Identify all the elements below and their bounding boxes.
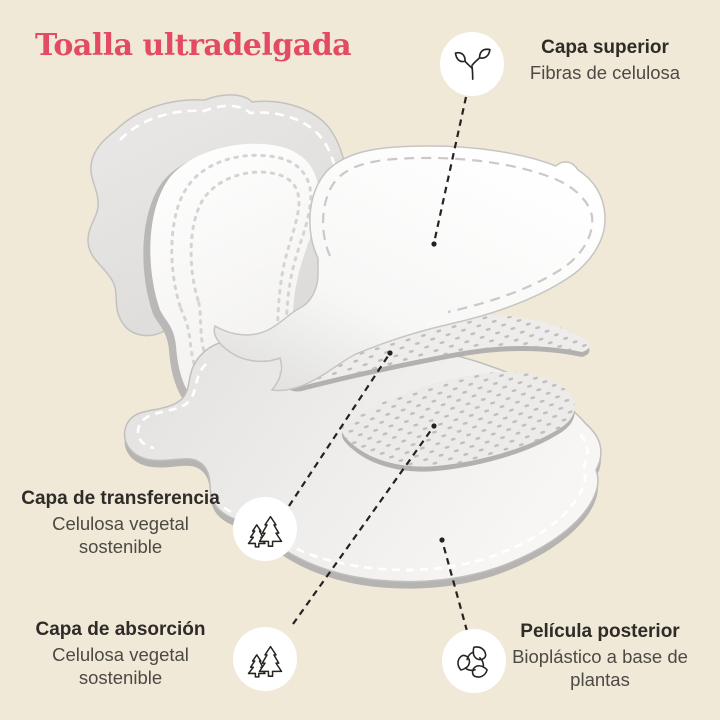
capa-absorcion-callout: Capa de absorción Celulosa vegetal soste… xyxy=(8,618,233,689)
line-pelicula-posterior xyxy=(440,539,469,632)
capa-absorcion-title: Capa de absorción xyxy=(35,619,206,640)
pine-trees-icon xyxy=(247,515,283,548)
capa-absorcion-description: Celulosa vegetal sostenible xyxy=(52,644,189,688)
pelicula-posterior-callout: Película posterior Bioplástico a base de… xyxy=(506,620,694,691)
callout-lines xyxy=(288,96,469,632)
quilting-dots-outer xyxy=(170,153,313,404)
sprout-icon xyxy=(454,48,491,80)
pelicula-posterior-icon-circle xyxy=(442,629,506,693)
pine-trees-icon xyxy=(247,645,283,678)
quilting-dots-inner xyxy=(189,170,301,383)
capa-transferencia-icon-circle xyxy=(233,497,297,561)
capa-transferencia-description: Celulosa vegetal sostenible xyxy=(52,513,189,557)
top-sheet xyxy=(213,145,606,392)
line-capa-superior xyxy=(432,96,468,244)
recycle-leaves-icon xyxy=(457,646,488,678)
line-capa-absorcion xyxy=(292,425,435,625)
line-capa-transferencia xyxy=(288,352,391,507)
page-title: Toalla ultradelgada xyxy=(35,28,352,63)
capa-superior-callout: Capa superior Fibras de celulosa xyxy=(510,36,700,84)
capa-superior-title: Capa superior xyxy=(541,37,669,58)
transfer-layer xyxy=(279,314,590,392)
capa-transferencia-title: Capa de transferencia xyxy=(21,488,220,509)
pelicula-posterior-description: Bioplástico a base de plantas xyxy=(512,646,688,690)
callout-line-dots xyxy=(387,241,445,543)
pelicula-posterior-title: Película posterior xyxy=(520,621,680,642)
capa-absorcion-icon-circle xyxy=(233,627,297,691)
absorption-layer xyxy=(341,372,575,472)
capa-superior-icon-circle xyxy=(440,32,504,96)
capa-superior-description: Fibras de celulosa xyxy=(529,62,681,83)
capa-transferencia-callout: Capa de transferencia Celulosa vegetal s… xyxy=(8,487,233,558)
